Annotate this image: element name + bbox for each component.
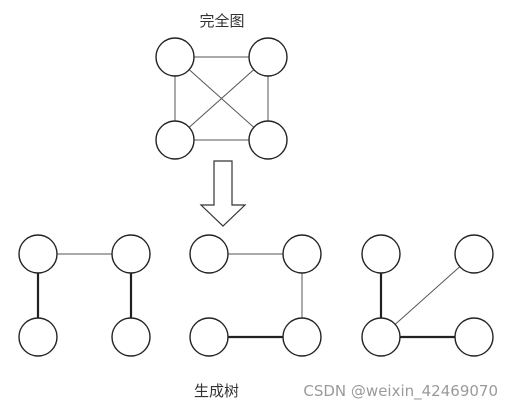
tree3-node-bottom-right <box>454 317 494 357</box>
tree1-node-bottom-left <box>18 317 58 357</box>
tree3-node-bottom-left <box>361 317 401 357</box>
complete-graph <box>155 37 288 160</box>
spanning-tree-2 <box>189 234 322 357</box>
edge-tr-bl <box>174 56 269 141</box>
tree1-node-top-left <box>18 234 58 274</box>
tree2-node-bottom-right <box>282 317 322 357</box>
tree3-node-top-right <box>454 234 494 274</box>
tree2-node-bottom-left <box>189 317 229 357</box>
tree2-node-top-left <box>189 234 229 274</box>
tree1-node-bottom-right <box>111 317 151 357</box>
tree1-node-top-right <box>111 234 151 274</box>
spanning-tree-1 <box>18 234 151 357</box>
tree3-node-top-left <box>361 234 401 274</box>
complete-graph-title: 完全图 <box>199 12 244 30</box>
down-arrow-icon <box>199 160 247 227</box>
spanning-tree-3 <box>361 234 494 357</box>
watermark: CSDN @weixin_42469070 <box>303 382 498 401</box>
tree2-node-top-right <box>282 234 322 274</box>
spanning-tree-caption: 生成树 <box>194 382 239 400</box>
node-bottom-left <box>155 120 195 160</box>
tree3-edge-diagonal <box>380 253 475 338</box>
node-top-right <box>248 37 288 77</box>
node-bottom-right <box>248 120 288 160</box>
node-top-left <box>155 37 195 77</box>
